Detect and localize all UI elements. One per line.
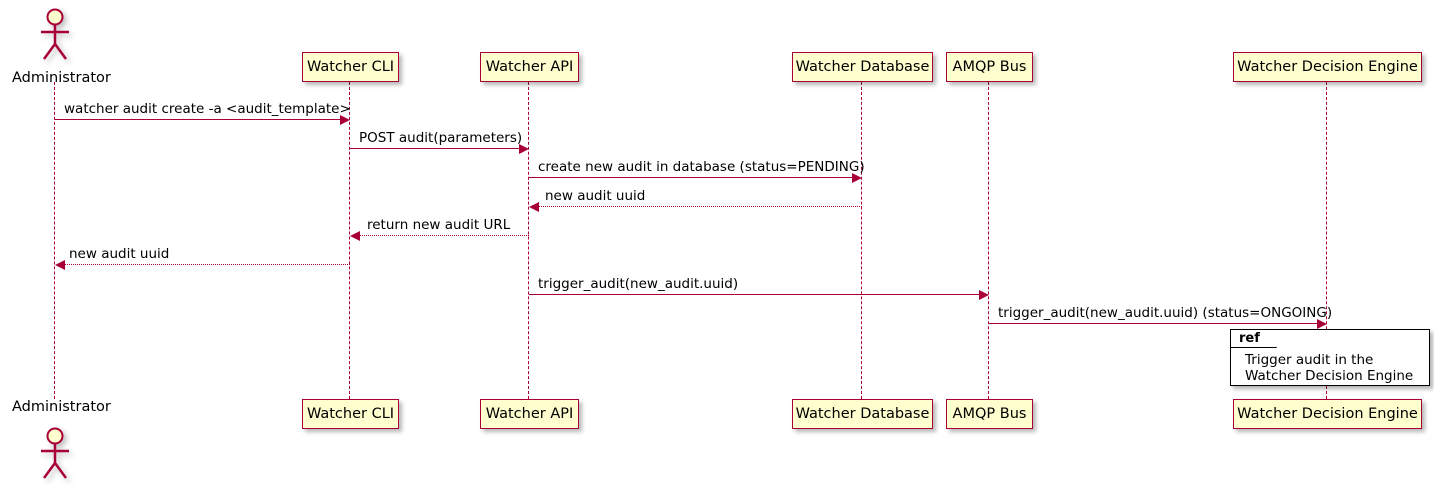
message-line-8 bbox=[989, 323, 1318, 324]
message-line-6 bbox=[64, 264, 350, 265]
actor-top-administrator bbox=[33, 8, 77, 60]
arrow-head-5 bbox=[350, 230, 360, 241]
ref-fragment-tag: ref bbox=[1231, 330, 1277, 348]
ref-fragment-line-1: Trigger audit in the bbox=[1245, 352, 1374, 368]
lifeline-amqp bbox=[988, 82, 990, 399]
arrow-head-3 bbox=[852, 172, 862, 183]
arrow-head-7 bbox=[979, 289, 989, 300]
message-line-4 bbox=[538, 206, 862, 207]
lifeline-cli bbox=[349, 82, 351, 399]
message-line-3 bbox=[529, 177, 853, 178]
participant-header-api[interactable]: Watcher API bbox=[480, 52, 579, 82]
lifeline-engine bbox=[1326, 82, 1328, 399]
message-line-5 bbox=[359, 235, 529, 236]
participant-footer-amqp[interactable]: AMQP Bus bbox=[946, 399, 1033, 429]
participant-header-db[interactable]: Watcher Database bbox=[792, 52, 933, 82]
participant-footer-api[interactable]: Watcher API bbox=[480, 399, 579, 429]
ref-fragment-line-2: Watcher Decision Engine bbox=[1245, 368, 1414, 384]
actor-figure-icon bbox=[41, 8, 69, 60]
message-line-7 bbox=[529, 294, 980, 295]
lifeline-administrator bbox=[54, 82, 56, 399]
message-label-7: trigger_audit(new_audit.uuid) bbox=[538, 276, 739, 292]
participant-footer-db[interactable]: Watcher Database bbox=[792, 399, 933, 429]
message-label-8: trigger_audit(new_audit.uuid) (status=ON… bbox=[998, 305, 1333, 321]
message-label-1: watcher audit create -a <audit_template> bbox=[64, 101, 351, 117]
message-line-2 bbox=[350, 148, 520, 149]
actor-figure-icon bbox=[41, 427, 69, 479]
arrow-head-6 bbox=[55, 259, 65, 270]
actor-top-label: Administrator bbox=[12, 70, 111, 86]
message-label-5: return new audit URL bbox=[367, 217, 511, 233]
participant-header-cli[interactable]: Watcher CLI bbox=[302, 52, 399, 82]
lifeline-api bbox=[528, 82, 530, 399]
participant-header-engine[interactable]: Watcher Decision Engine bbox=[1233, 52, 1422, 82]
arrow-head-2 bbox=[519, 143, 529, 154]
message-label-2: POST audit(parameters) bbox=[359, 130, 523, 146]
arrow-head-1 bbox=[340, 114, 350, 125]
message-line-1 bbox=[55, 119, 341, 120]
participant-footer-engine[interactable]: Watcher Decision Engine bbox=[1233, 399, 1422, 429]
lifeline-db bbox=[861, 82, 863, 399]
message-label-3: create new audit in database (status=PEN… bbox=[538, 159, 865, 175]
message-label-4: new audit uuid bbox=[545, 188, 646, 204]
message-label-6: new audit uuid bbox=[69, 246, 170, 262]
actor-bottom-administrator bbox=[33, 427, 77, 479]
participant-footer-cli[interactable]: Watcher CLI bbox=[302, 399, 399, 429]
arrow-head-4 bbox=[529, 201, 539, 212]
actor-bottom-label: Administrator bbox=[12, 399, 111, 415]
participant-header-amqp[interactable]: AMQP Bus bbox=[946, 52, 1033, 82]
arrow-head-8 bbox=[1317, 318, 1327, 329]
